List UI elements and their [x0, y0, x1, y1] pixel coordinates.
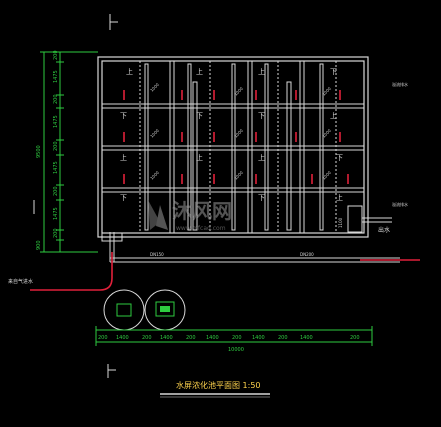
left-dim-seg-2: 1475 [53, 70, 59, 83]
cell-dim-label: 1000 [321, 170, 332, 181]
cell-dim-label: 1000 [233, 86, 244, 97]
bottom-dim-seg: 200 [142, 335, 152, 341]
label-up: 上 [196, 67, 203, 76]
label-up: 上 [330, 111, 337, 120]
left-dim-seg-8: 1475 [53, 207, 59, 220]
inlet-pipe [30, 252, 113, 291]
section-marker-top [109, 14, 118, 30]
cell-dim-label: 1000 [233, 170, 244, 181]
watermark-url: www.mfcad.com [176, 225, 226, 232]
bottom-dimension-chain [95, 326, 373, 346]
label-down: 下 [258, 194, 265, 202]
bottom-dim-seg: 1400 [300, 335, 313, 341]
tank-outline [97, 56, 369, 238]
label-down: 下 [258, 112, 265, 120]
left-dim-seg-4: 1475 [53, 115, 59, 128]
watermark-text: 沐风网 [172, 199, 232, 223]
bottom-dimension-texts: 200 1400 200 1400 200 1400 200 1400 200 … [98, 335, 360, 353]
left-dim-seg-6: 1475 [53, 161, 59, 174]
outlet-label: 出水 [378, 226, 390, 234]
outlet-detail [347, 205, 392, 233]
detail-circle-1 [103, 289, 145, 331]
bottom-dim-seg: 200 [350, 335, 360, 341]
cell-dim-label: 1000 [149, 128, 160, 139]
label-down: 下 [120, 194, 127, 202]
title-block: 水屏浓化池平面图 1:50 [160, 380, 270, 398]
internal-beams [102, 61, 364, 233]
left-dim-total: 9500 [36, 145, 42, 158]
bottom-section-marker [107, 364, 116, 378]
left-dim-seg-5: 200 [53, 141, 59, 151]
label-up: 上 [126, 67, 133, 76]
label-down: 下 [336, 154, 343, 162]
cell-dim-label: 1000 [149, 82, 160, 93]
left-dim-seg-3: 200 [53, 94, 59, 104]
drawing-title: 水屏浓化池平面图 1:50 [176, 380, 261, 390]
pipe-mark: DN150 [150, 252, 164, 257]
bottom-pipe-run [101, 232, 400, 263]
left-dim-seg-10: 900 [36, 240, 42, 250]
label-down: 下 [120, 112, 127, 120]
cell-dim-label: 1100 [338, 217, 343, 228]
cell-dim-label: 1000 [321, 128, 332, 139]
bottom-dim-seg: 200 [278, 335, 288, 341]
overflow-label: 溢流排水 [392, 201, 408, 207]
label-up: 上 [336, 193, 343, 202]
label-up: 上 [120, 153, 127, 162]
left-dim-seg-9: 200 [53, 228, 59, 238]
left-dimension-texts: 9500 200 1475 200 1475 200 1475 200 1475… [36, 50, 59, 250]
bottom-dim-seg: 1400 [206, 335, 219, 341]
vertical-pipes [144, 63, 324, 231]
red-pipe-marks [123, 90, 349, 184]
flow-labels: 上 下 上 下 上 下 上 上 下 上 下 下 上 下 上 [120, 67, 343, 202]
bottom-dim-seg: 1400 [116, 335, 129, 341]
bottom-dim-seg: 200 [186, 335, 196, 341]
bottom-dim-seg: 1400 [160, 335, 173, 341]
label-down: 下 [196, 112, 203, 120]
bottom-dim-seg: 200 [232, 335, 242, 341]
left-dimension-chain [40, 51, 98, 253]
pipe-mark: DN200 [300, 252, 314, 257]
left-dim-seg-7: 200 [53, 186, 59, 196]
watermark-logo: 沐风网 www.mfcad.com [148, 199, 232, 232]
bottom-dim-seg: 200 [98, 335, 108, 341]
label-up: 上 [258, 153, 265, 162]
detail-circle-2 [144, 289, 186, 331]
cell-dim-label: 1000 [233, 128, 244, 139]
bottom-dim-total: 10000 [228, 347, 244, 353]
overflow-label: 溢流排水 [392, 81, 408, 87]
cell-dim-label: 1000 [321, 86, 332, 97]
label-down: 下 [330, 68, 337, 76]
bottom-dim-seg: 1400 [252, 335, 265, 341]
right-side-markers: 溢流排水 溢流排水 [392, 81, 408, 207]
inlet-label: 来自气进水 [8, 278, 33, 285]
left-dim-seg-1: 200 [53, 50, 59, 60]
cell-dimension-labels: 1000 1000 1000 1000 1000 1000 1000 1000 … [149, 82, 343, 228]
label-up: 上 [196, 153, 203, 162]
label-up: 上 [258, 67, 265, 76]
cell-dim-label: 1000 [149, 170, 160, 181]
